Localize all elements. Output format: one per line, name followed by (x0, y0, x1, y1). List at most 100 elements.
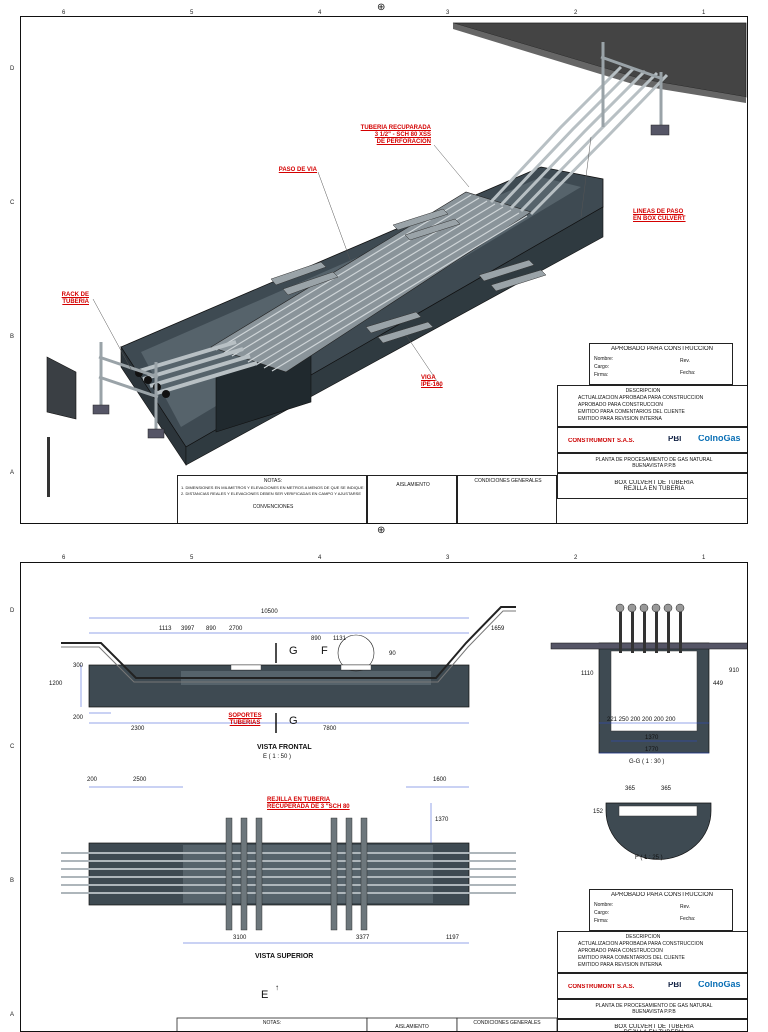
annotation-paso-via: PASO DE VIA (278, 167, 317, 173)
revision-row: APROBADO PARA CONSTRUCCION (578, 402, 663, 408)
notes-title: NOTAS: (262, 1020, 282, 1026)
dim-d7: 1659 (491, 626, 505, 632)
approval-nombre: Nombre: (594, 902, 614, 908)
revision-header: DESCRIPCION (625, 934, 661, 940)
dim-d5: 890 (311, 636, 322, 642)
approval-fecha: Fecha: (680, 370, 696, 376)
grid-col-label: 3 (446, 555, 450, 561)
view-title-superior: VISTA SUPERIOR (255, 953, 314, 960)
revision-row: ACTUALIZACION APROBADA PARA CONSTRUCCION (578, 395, 704, 401)
drawing-title-box: BOX CULVERT DE TUBERIA REJILLA EN TUBERI… (557, 473, 747, 499)
gg-dim-spacing: 221 250 200 200 200 200 (607, 717, 676, 723)
grid-row-label: D (10, 608, 15, 614)
centering-arrow-icon: ⊕ (377, 2, 386, 13)
approval-cargo: Cargo: (594, 910, 610, 916)
dim-d2: 3997 (181, 626, 195, 632)
notes-title: NOTAS: (263, 478, 283, 484)
dim-h1: 1200 (49, 681, 63, 687)
sheet-orthographic: 10500 1113 3997 890 2700 890 1131 1659 9… (20, 562, 748, 1032)
approval-box: APROBADO PARA CONSTRUCCIÓN Nombre: Cargo… (589, 343, 733, 385)
dim-d3: 890 (206, 626, 217, 632)
revision-row: EMITIDO PARA COMENTARIOS DEL CLIENTE (578, 409, 685, 415)
isometric-drawing (46, 22, 747, 497)
top-dim-g: 1197 (446, 935, 459, 941)
f-dim-a: 365 (625, 786, 636, 792)
top-dim-e: 3100 (233, 935, 247, 941)
conditions-title: CONDICIONES GENERALES (473, 1020, 541, 1026)
insulation-box: AISLAMIENTO (367, 475, 457, 523)
orthographic-drawing (61, 603, 747, 1031)
approval-fecha: Fecha: (680, 916, 696, 922)
gg-dim-h2: 449 (713, 681, 724, 687)
revision-row: APROBADO PARA CONSTRUCCION (578, 948, 663, 954)
grid-row-label: A (10, 470, 15, 476)
section-mark-g: G (289, 645, 298, 657)
grid-col-label: 6 (62, 10, 66, 16)
client-logo-pbi: PBI (668, 982, 682, 988)
top-dim-c: 1600 (433, 777, 447, 783)
dim-d6: 1131 (333, 636, 346, 642)
approval-cargo: Cargo: (594, 364, 610, 370)
grid-col-label: 2 (574, 555, 578, 561)
view-scale-frontal: E ( 1 : 50 ) (263, 754, 292, 760)
revision-row: EMITIDO PARA REVISION INTERNA (578, 962, 662, 968)
revision-row: EMITIDO PARA REVISION INTERNA (578, 416, 662, 422)
grid-col-label: 1 (702, 10, 706, 16)
annotation-soportes: SOPORTES TUBERIAS (228, 713, 262, 726)
gg-dim-h: 1110 (581, 671, 594, 677)
drawing-title: BOX CULVERT DE TUBERIA REJILLA EN TUBERI… (614, 1024, 694, 1031)
notes-line: 1. DIMENSIONES EN MILIMETROS Y ELEVACION… (181, 485, 365, 490)
grid-col-label: 5 (190, 10, 194, 16)
centering-arrow-icon: ⊕ (377, 525, 386, 536)
revision-row: EMITIDO PARA COMENTARIOS DEL CLIENTE (578, 955, 685, 961)
f-dim-b: 365 (661, 786, 672, 792)
approval-rev: Rev. (680, 358, 690, 364)
grid-col-label: 5 (190, 555, 194, 561)
grid-col-label: 6 (62, 555, 66, 561)
approval-rev: Rev. (680, 904, 690, 910)
notes-line: 2. DISTANCIAS REALES Y ELEVACIONES DEBEN… (181, 491, 361, 496)
grid-row-label: A (10, 1012, 15, 1018)
grid-col-label: 3 (446, 10, 450, 16)
revision-table: DESCRIPCION ACTUALIZACION APROBADA PARA … (557, 931, 747, 973)
grid-col-label: 4 (318, 555, 322, 561)
grid-row-label: C (10, 744, 15, 750)
f-dim-h: 152 (593, 809, 604, 815)
approval-nombre: Nombre: (594, 356, 614, 362)
approval-box: APROBADO PARA CONSTRUCCIÓN Nombre: Cargo… (589, 889, 733, 931)
drawing-title: BOX CULVERT DE TUBERIA REJILLA EN TUBERI… (614, 480, 694, 492)
grid-col-label: 4 (318, 10, 322, 16)
insulation-title: AISLAMIENTO (396, 482, 430, 488)
conventions-title: CONVENCIONES (252, 504, 294, 510)
dim-total: 10500 (261, 609, 278, 615)
gg-dim-w2: 1770 (645, 747, 659, 753)
top-dim-f: 3377 (356, 935, 370, 941)
section-mark-f: F (321, 645, 328, 657)
contractor-logo: CONSTRUMONT S.A.S. (568, 984, 635, 990)
dim-b3: 7800 (323, 726, 337, 732)
arrow-up-icon: ↑ (275, 983, 279, 992)
revision-row: ACTUALIZACION APROBADA PARA CONSTRUCCION (578, 941, 704, 947)
insulation-title: AISLAMIENTO (395, 1024, 429, 1030)
revision-header: DESCRIPCION (625, 388, 661, 394)
revision-table: DESCRIPCION ACTUALIZACION APROBADA PARA … (557, 385, 747, 427)
approval-title: APROBADO PARA CONSTRUCCIÓN (611, 346, 713, 352)
grid-row-label: C (10, 200, 15, 206)
notes-box: NOTAS: 1. DIMENSIONES EN MILIMETROS Y EL… (177, 475, 367, 523)
logo-strip: CONSTRUMONT S.A.S. PBI ColnoGas (557, 973, 747, 999)
annotation-lineas-paso: LINEAS DE PASO EN BOX CULVERT (633, 209, 686, 222)
section-mark-e: E (261, 989, 269, 1001)
grid-col-label: 1 (702, 555, 706, 561)
f-label: F ( 1 : 25 ) (635, 855, 663, 861)
client-logo-colnogas: ColnoGas (698, 435, 741, 441)
annotation-viga: VIGA IPE-160 (421, 375, 443, 388)
dim-b2: 2300 (131, 726, 145, 732)
dim-b1: 200 (73, 715, 84, 721)
contractor-logo: CONSTRUMONT S.A.S. (568, 438, 635, 444)
annotation-rack: RACK DE TUBERIA (61, 292, 89, 305)
gg-dim-h3: 910 (729, 668, 740, 674)
client-logo-colnogas: ColnoGas (698, 981, 741, 987)
gg-dim-w1: 1370 (645, 735, 659, 741)
dim-h2: 300 (73, 663, 84, 669)
top-dim-a: 200 (87, 777, 98, 783)
